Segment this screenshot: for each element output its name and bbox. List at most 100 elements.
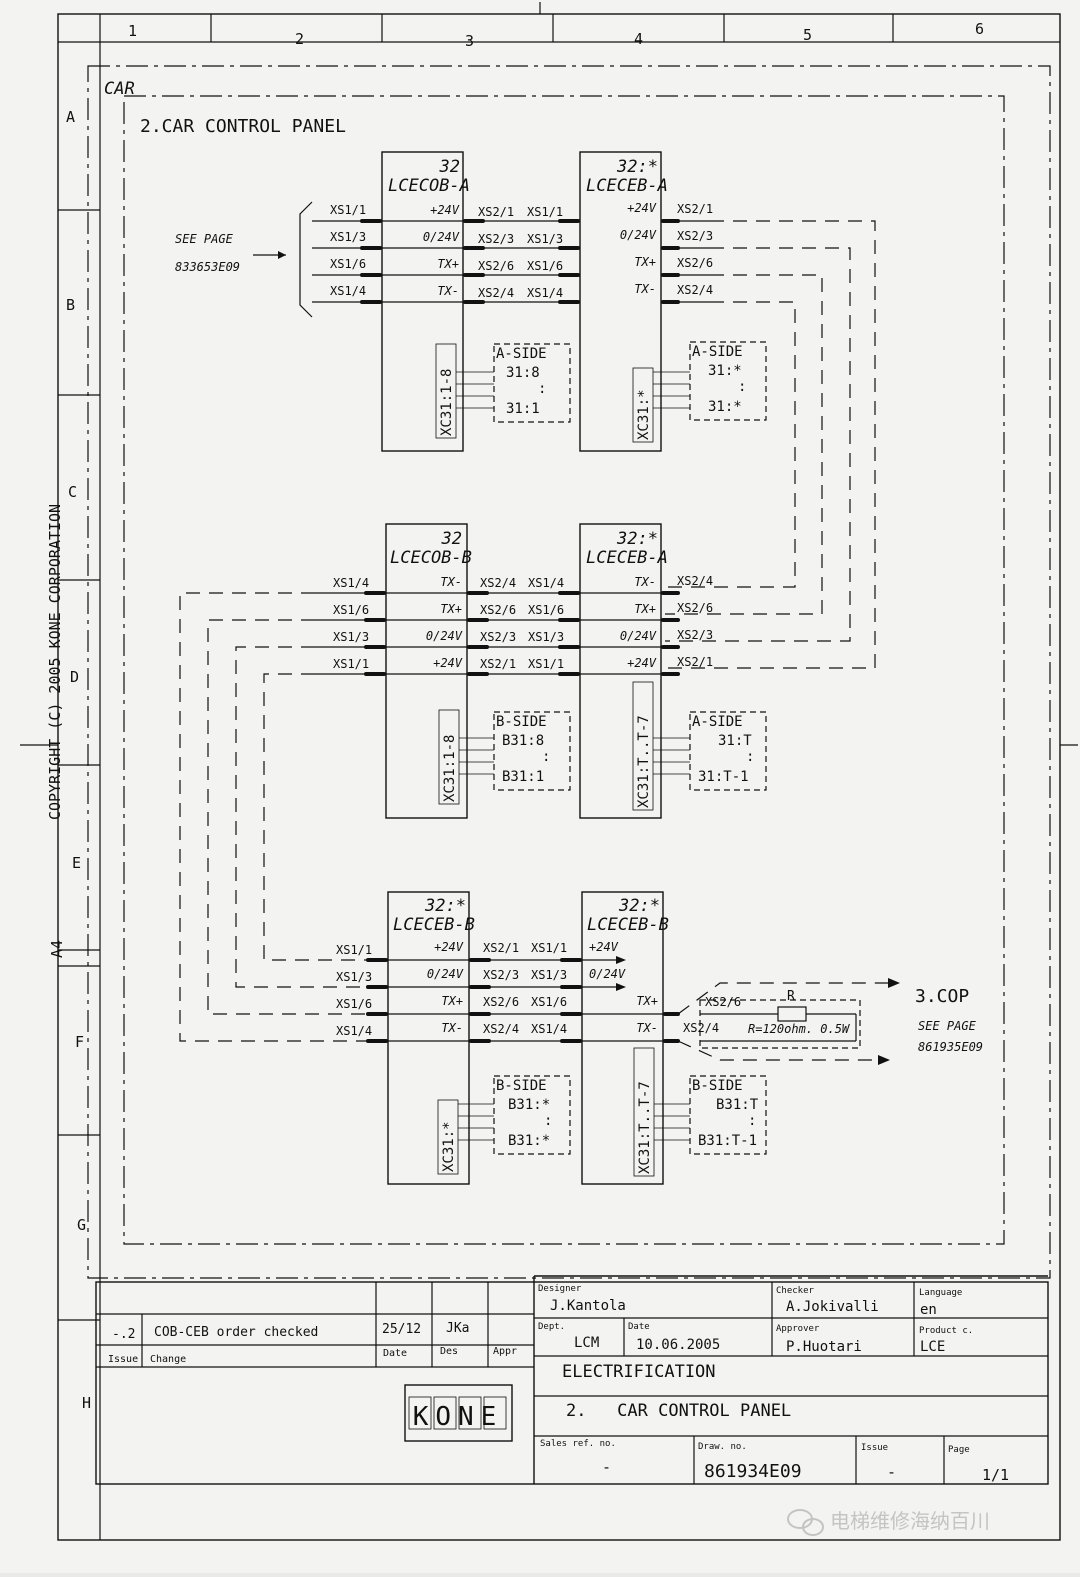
rev-designer: JKa	[446, 1321, 469, 1336]
paper-size-label: A4	[48, 940, 66, 958]
panel-title: 2.CAR CONTROL PANEL	[140, 116, 346, 137]
watermark-text: 电梯维修海纳百川	[830, 1509, 990, 1533]
side-top: B31:8	[502, 733, 544, 749]
pin-label: XS1/6	[531, 995, 567, 1009]
drawing-title: 2. CAR CONTROL PANEL	[566, 1401, 791, 1421]
signal-label: +24V	[589, 940, 619, 954]
side-bottom: B31:T-1	[698, 1133, 757, 1149]
termination-network	[677, 978, 900, 1065]
side-bottom: 31:T-1	[698, 769, 749, 785]
sales-ref-label: Sales ref. no.	[540, 1439, 616, 1449]
pin-label: XS1/3	[531, 968, 567, 982]
signal-label: TX-	[636, 1021, 658, 1035]
approver-value: P.Huotari	[786, 1339, 862, 1355]
cop-target: 3.COP	[915, 986, 969, 1007]
bottom-connectors	[366, 958, 680, 1043]
date-label: Date	[628, 1322, 650, 1332]
connector-label: XC31:T..T-7	[637, 1081, 653, 1174]
pin-label: XS1/1	[336, 943, 372, 957]
board-number: 32:*	[616, 529, 658, 549]
row-label: F	[75, 1033, 84, 1051]
side-dots: :	[748, 1113, 756, 1129]
signal-label: TX+	[441, 994, 463, 1008]
side-dots: :	[538, 381, 546, 397]
connector-box	[438, 709, 460, 805]
signal-label: TX+	[440, 602, 462, 616]
page-label: Page	[948, 1445, 970, 1455]
row-label: G	[77, 1216, 86, 1234]
column-labels: 1 2 3 4 5 6	[128, 20, 984, 50]
top-connectors	[360, 219, 680, 304]
pin-label: XS1/3	[330, 230, 366, 244]
dept-value: LCM	[574, 1335, 599, 1351]
reference-arrowhead	[278, 251, 286, 259]
connector-label: XC31:1-8	[439, 369, 455, 436]
side-title: A-SIDE	[692, 344, 743, 360]
signal-label: +24V	[627, 201, 657, 215]
drawing-frame	[20, 2, 1078, 1541]
pin-label: XS1/6	[528, 603, 564, 617]
row-labels: A B C D E F G H	[66, 108, 91, 1412]
mid-connectors	[364, 591, 680, 676]
product-label: Product c.	[919, 1326, 973, 1336]
connector-box	[435, 343, 457, 439]
side-top: 31:*	[708, 363, 742, 379]
row-label: B	[66, 296, 75, 314]
board-lceceb-b-left	[387, 891, 470, 1185]
pin-label: XS1/1	[330, 203, 366, 217]
board-number: 32:*	[424, 896, 466, 916]
side-title: B-SIDE	[496, 1078, 547, 1094]
row-label: C	[68, 483, 77, 501]
connector-label: XC31:1-8	[442, 735, 458, 802]
pin-label: XS2/6	[705, 995, 741, 1009]
connector-box	[437, 1099, 459, 1175]
board-lceceb-b-right	[581, 891, 664, 1185]
side-title: B-SIDE	[692, 1078, 743, 1094]
signal-label: +24V	[627, 656, 657, 670]
rev-header-issue: Issue	[108, 1354, 138, 1365]
row-label: H	[82, 1394, 91, 1412]
row-label: E	[72, 854, 81, 872]
see-page-label: SEE PAGE	[175, 232, 234, 246]
rev-header-des: Des	[440, 1346, 458, 1357]
signal-label: 0/24V	[620, 629, 657, 643]
signal-label: TX-	[634, 575, 656, 589]
column-label: 4	[634, 30, 643, 48]
row-label: A	[66, 108, 75, 126]
pin-label: XS1/4	[330, 284, 366, 298]
signal-label: +24V	[433, 656, 463, 670]
pin-label: XS2/3	[483, 968, 519, 982]
board-lcecob-b	[385, 523, 468, 819]
pin-label: XS2/4	[478, 286, 514, 300]
pin-label: XS2/1	[480, 657, 516, 671]
side-box	[689, 341, 767, 421]
rev-date: 25/12	[382, 1322, 421, 1337]
designer-label: Designer	[538, 1284, 582, 1294]
input-bracket	[299, 201, 313, 318]
language-value: en	[920, 1302, 937, 1318]
rev-issue: -.2	[112, 1327, 135, 1342]
category-title: ELECTRIFICATION	[562, 1362, 716, 1382]
pin-label: XS2/4	[480, 576, 516, 590]
board-name: LCECEB-B	[393, 915, 475, 935]
side-dots: :	[746, 749, 754, 765]
side-title: A-SIDE	[496, 346, 547, 362]
signal-label: TX-	[441, 1021, 463, 1035]
side-box	[689, 1075, 767, 1155]
connector-box	[632, 681, 654, 811]
copyright-text: COPYRIGHT (C) 2005 KONE CORPORATION	[46, 504, 64, 820]
rev-header-change: Change	[150, 1354, 186, 1365]
kone-logo-text: KONE	[413, 1402, 504, 1432]
cop-see-page-code: 861935E09	[918, 1040, 983, 1054]
side-bottom: B31:*	[508, 1133, 550, 1149]
side-top: B31:T	[716, 1097, 759, 1113]
resistor-label: R	[787, 989, 795, 1004]
board-number: 32:*	[618, 896, 660, 916]
signal-label: TX-	[437, 284, 459, 298]
pin-label: XS2/1	[677, 202, 713, 216]
signal-label: 0/24V	[620, 228, 657, 242]
resistor-value: R=120ohm. 0.5W	[748, 1022, 851, 1036]
designer-value: J.Kantola	[550, 1298, 626, 1314]
column-label: 1	[128, 22, 137, 40]
